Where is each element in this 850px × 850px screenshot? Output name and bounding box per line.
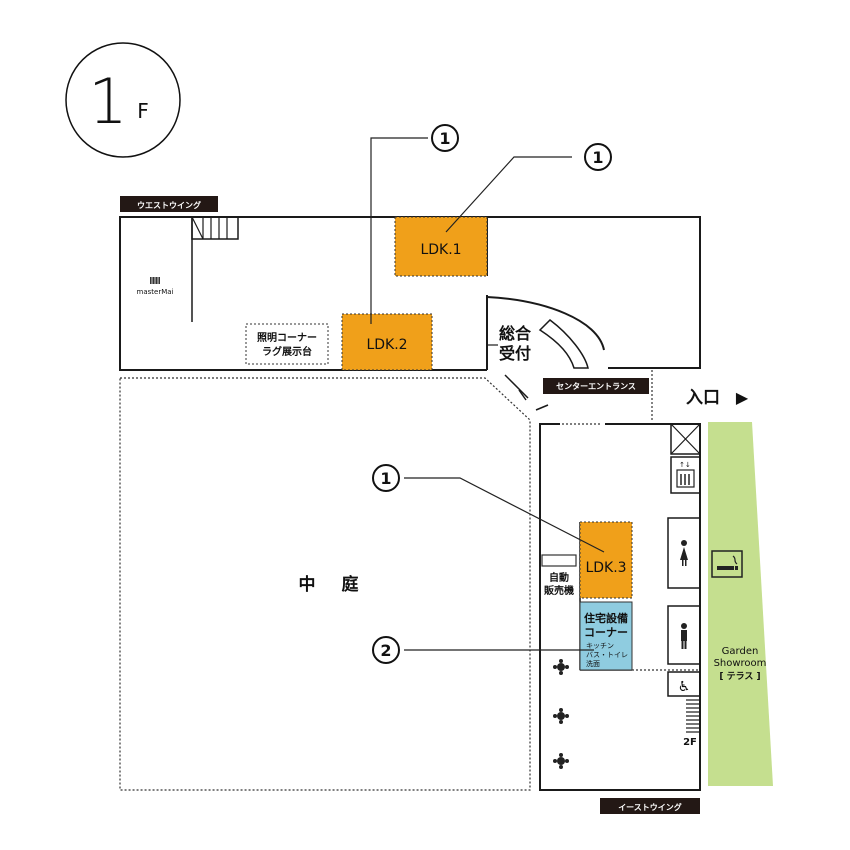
ldk1-room[interactable]: [394, 216, 488, 277]
east-wing-badge: [600, 798, 700, 814]
callout-marker-2: 1: [592, 148, 603, 167]
equipment-title-2: コーナー: [584, 626, 628, 639]
garden-label-3: [ テラス ]: [719, 671, 760, 682]
male-restroom-icon: [681, 623, 687, 649]
reception-label-2: 受付: [499, 344, 531, 363]
vending-label-1: 自動: [549, 571, 569, 584]
accessible-restroom-icon: ♿: [678, 679, 691, 695]
equipment-sub-2: バス・トイレ: [586, 651, 628, 659]
smoking-area-icon: [711, 550, 743, 578]
east-wing-label: イーストウイング: [618, 802, 682, 812]
floor-unit: F: [137, 99, 149, 123]
floor-badge: 1 F: [65, 42, 181, 158]
svg-text:↑↓: ↑↓: [679, 461, 691, 469]
ldk3-label: LDK.3: [585, 560, 626, 576]
brand-logo: masterMai: [137, 277, 174, 296]
courtyard-label-1: 中: [299, 574, 316, 595]
vending-machine[interactable]: [541, 554, 577, 567]
ldk3-room[interactable]: [579, 521, 633, 599]
entrance-arrow-icon: ▶: [736, 388, 749, 407]
brand-name: masterMai: [137, 288, 174, 296]
floor-number: 1: [88, 65, 127, 138]
equipment-room[interactable]: [579, 601, 633, 671]
west-wing-label: ウエストウイング: [137, 200, 201, 210]
ldk1-label: LDK.1: [420, 242, 461, 258]
garden-label-2: Showroom: [714, 658, 767, 669]
center-entrance-badge: [543, 378, 649, 394]
equipment-sub-3: 洗面: [586, 659, 600, 668]
plant-icon: [553, 659, 569, 769]
stairs-2f-label: 2F: [683, 737, 697, 748]
reception-label-1: 総合: [499, 324, 532, 343]
courtyard-area[interactable]: [119, 377, 531, 791]
lighting-corner[interactable]: [245, 323, 329, 365]
courtyard-label-2: 庭: [342, 574, 359, 595]
garden-label-1: Garden: [722, 646, 759, 657]
lighting-label-2: ラグ展示台: [262, 345, 312, 358]
callout-marker-3: 1: [380, 469, 391, 488]
entrance-label: 入口: [686, 388, 720, 408]
callout-marker-4: 2: [380, 641, 391, 660]
center-entrance-lines: [562, 370, 653, 425]
garden-showroom-area[interactable]: [708, 422, 773, 786]
lighting-label-1: 照明コーナー: [257, 332, 317, 344]
ldk2-label: LDK.2: [366, 337, 407, 353]
female-restroom-icon: [680, 540, 688, 566]
callout-markers: 1 1 1 2: [372, 124, 612, 664]
callout-lines: [370, 137, 605, 651]
equipment-title-1: 住宅設備: [584, 611, 628, 625]
callout-marker-1: 1: [439, 129, 450, 148]
center-entrance-label: センターエントランス: [556, 381, 636, 391]
west-wing-badge: [120, 196, 218, 212]
vending-label-2: 販売機: [544, 584, 574, 597]
elevator-icon: ↑↓: [676, 461, 695, 488]
ldk2-room[interactable]: [341, 313, 433, 371]
equipment-sub-1: キッチン: [586, 642, 614, 650]
